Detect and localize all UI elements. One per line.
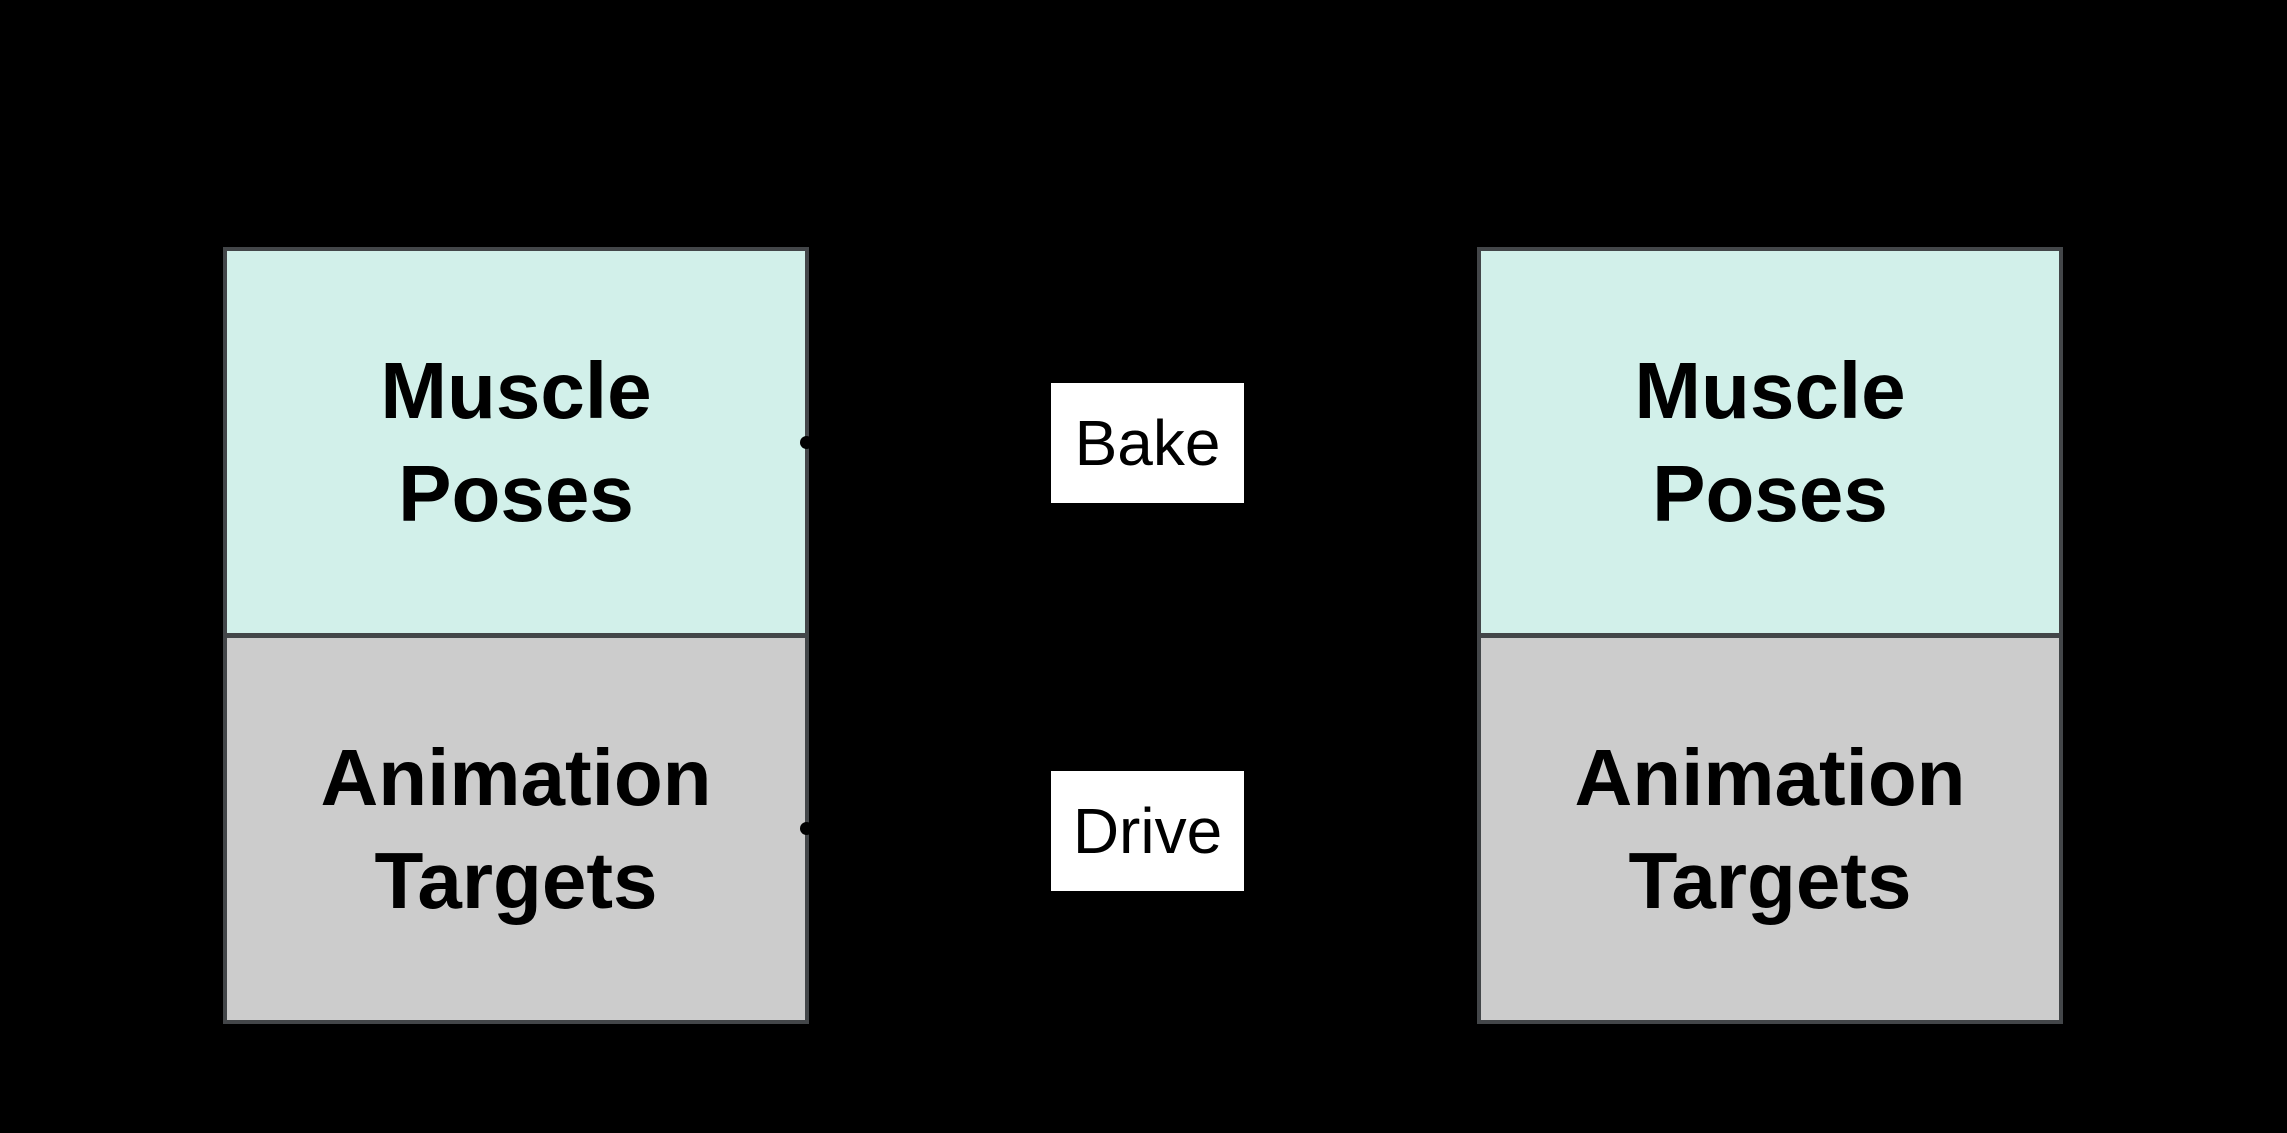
bake-edge-label: Bake: [1051, 383, 1244, 503]
right-animation-targets-section: Animation Targets: [1481, 638, 2059, 1020]
drive-arrow-endpoint-dot: [800, 822, 813, 835]
right-muscle-poses-section: Muscle Poses: [1481, 251, 2059, 638]
left-muscle-poses-section: Muscle Poses: [227, 251, 805, 638]
right-stack-node: Muscle Poses Animation Targets: [1477, 247, 2063, 1024]
bake-arrow-endpoint-dot: [800, 436, 813, 449]
left-animation-targets-section: Animation Targets: [227, 638, 805, 1020]
drive-edge-label: Drive: [1051, 771, 1244, 891]
left-stack-node: Muscle Poses Animation Targets: [223, 247, 809, 1024]
